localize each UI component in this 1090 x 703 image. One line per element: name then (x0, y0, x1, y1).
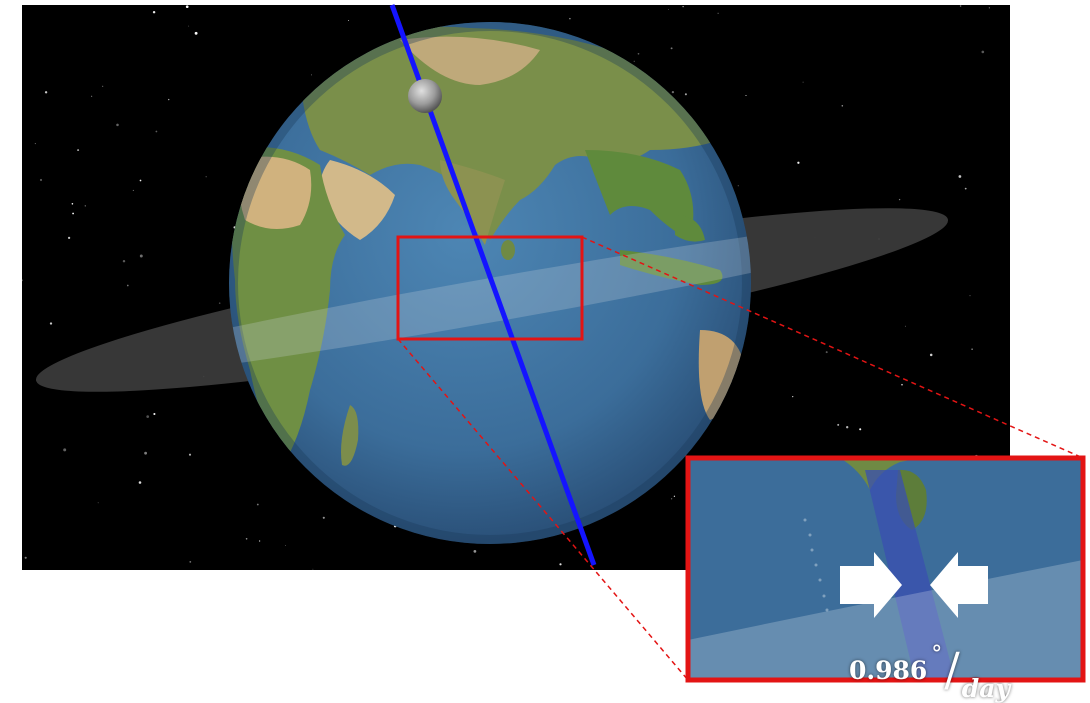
star (144, 451, 147, 455)
star (205, 176, 207, 178)
star (670, 498, 673, 500)
star (745, 94, 747, 97)
star (185, 5, 189, 9)
star (559, 563, 562, 566)
star (312, 568, 314, 570)
star (188, 25, 190, 27)
star (34, 143, 36, 145)
star (792, 395, 794, 398)
star (670, 47, 673, 50)
star (901, 383, 903, 386)
star (138, 481, 142, 484)
star (841, 105, 844, 107)
zoom-inset (685, 455, 1086, 683)
star (188, 453, 192, 456)
inset-border (685, 455, 1086, 683)
rate-unit: day (961, 674, 1011, 703)
star (194, 31, 198, 35)
star (825, 351, 828, 354)
star (473, 550, 477, 553)
star (71, 203, 74, 205)
star (168, 98, 170, 101)
connector-line-top (581, 236, 1084, 459)
star (988, 7, 990, 9)
star (116, 123, 119, 127)
arrow-right-icon (840, 552, 902, 618)
connector-line-bottom (397, 338, 689, 681)
star (322, 516, 325, 519)
star (72, 212, 75, 215)
star (958, 175, 962, 178)
star (737, 185, 739, 187)
star (959, 5, 962, 7)
star (21, 279, 23, 282)
star (91, 95, 93, 97)
star (859, 428, 862, 431)
star (971, 348, 973, 350)
star (77, 149, 80, 152)
star (682, 5, 684, 8)
star (258, 540, 261, 542)
star (637, 52, 640, 55)
star (310, 74, 313, 76)
rate-label: 0.986°/day (849, 636, 1010, 703)
star (671, 90, 675, 94)
orbit-plane-front (229, 216, 751, 384)
star (132, 189, 134, 191)
star (256, 503, 259, 506)
star (348, 20, 350, 21)
star (969, 295, 971, 297)
star (189, 561, 192, 563)
star (67, 236, 71, 240)
star (155, 130, 158, 133)
star (929, 353, 933, 357)
degree-symbol: ° (931, 642, 943, 667)
star (218, 302, 221, 304)
star (981, 50, 985, 54)
star (63, 448, 67, 452)
star (717, 12, 719, 14)
star (146, 415, 150, 418)
star (139, 254, 143, 258)
arrow-left-icon (930, 552, 988, 618)
star (964, 187, 967, 190)
star (152, 10, 156, 14)
star (684, 93, 687, 96)
star (846, 426, 849, 429)
scene-illustration (21, 4, 1086, 683)
star (44, 91, 48, 94)
star (633, 60, 635, 62)
star (102, 85, 104, 87)
star (673, 495, 676, 497)
star (126, 284, 129, 287)
star (797, 161, 800, 164)
star (97, 502, 99, 504)
star (39, 178, 43, 182)
star (24, 556, 27, 559)
moon (408, 79, 442, 113)
star (837, 423, 840, 426)
star (904, 325, 906, 327)
star (153, 412, 156, 416)
star (84, 205, 86, 207)
star (898, 198, 901, 201)
star (285, 544, 286, 546)
star (569, 17, 571, 20)
star (668, 8, 670, 10)
star (139, 179, 142, 182)
rate-value: 0.986 (849, 656, 928, 685)
highlight-box (396, 235, 584, 341)
slash-symbol: / (944, 642, 960, 696)
star (122, 259, 126, 263)
star (245, 538, 248, 540)
star (802, 81, 804, 83)
star (49, 322, 53, 325)
